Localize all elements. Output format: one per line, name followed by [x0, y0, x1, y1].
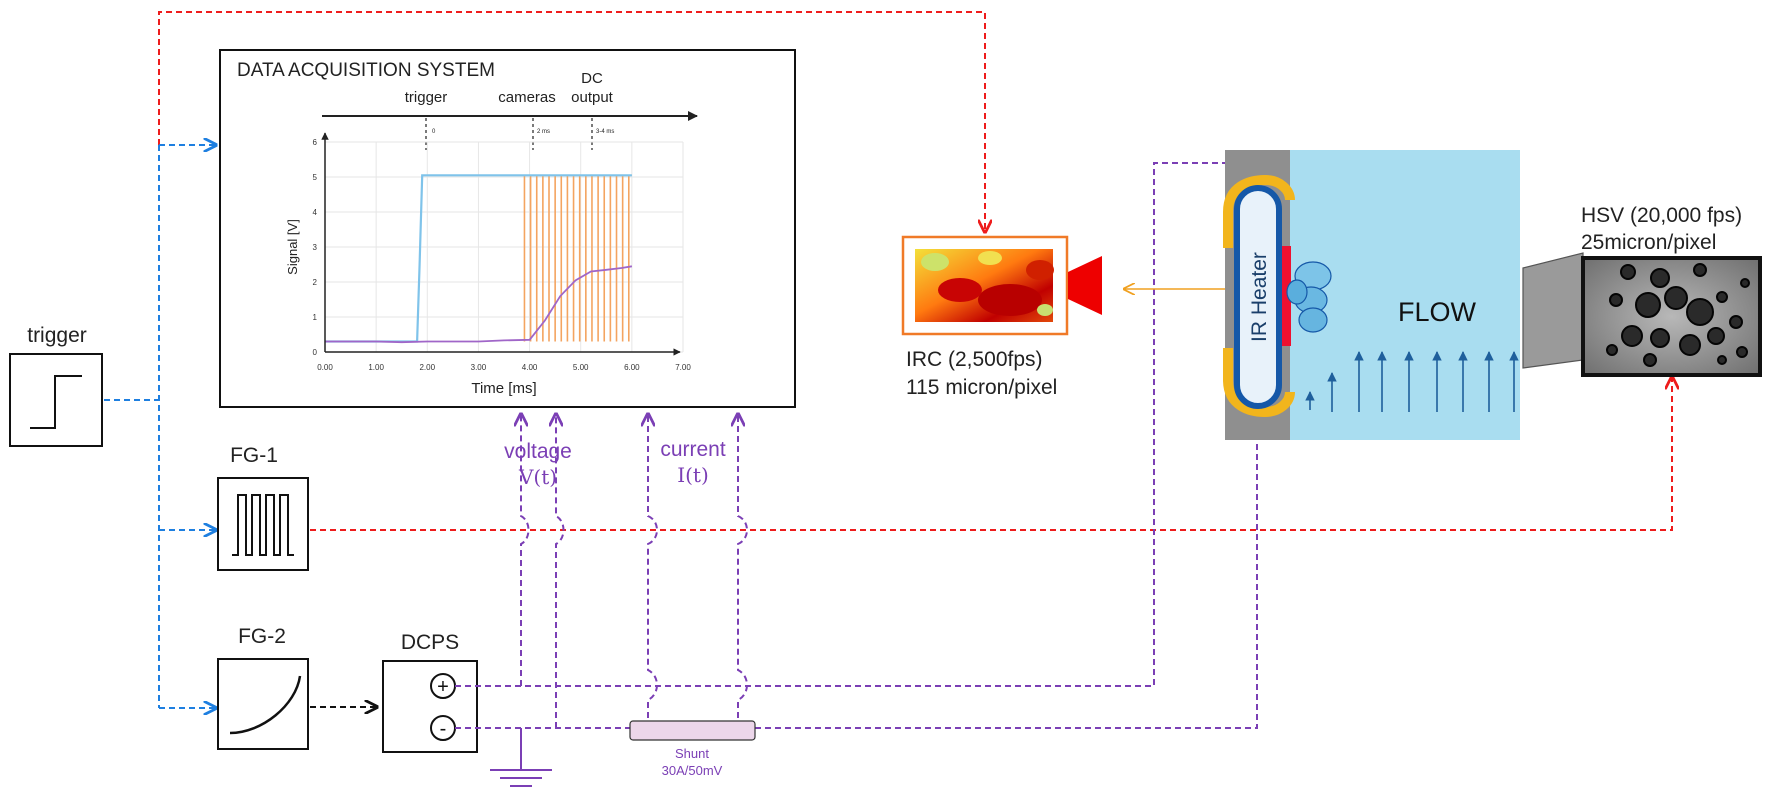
test-section: IR Heater FLOW	[1223, 150, 1520, 440]
x-tick-label: 4.00	[522, 363, 538, 372]
x-tick-label: 7.00	[675, 363, 691, 372]
fg2-label: FG-2	[238, 625, 286, 648]
function-generator-2: FG-2	[217, 625, 309, 750]
fg2-box	[217, 658, 309, 750]
x-tick-label: 2.00	[419, 363, 435, 372]
flow-channel	[1290, 150, 1520, 440]
high-speed-camera: HSV (20,000 fps) 25micron/pixel	[1522, 204, 1762, 377]
fg1-label: FG-1	[230, 444, 278, 467]
positive-supply-wire	[455, 162, 1225, 687]
plot-y-label: Signal [V]	[285, 219, 300, 275]
signal-plot: 0.00 1.00 2.00 3.00 4.00 5.00 6.00 7.00 0 1 2 3 4 5 6…	[285, 132, 691, 397]
daq-title: DATA ACQUISITION SYSTEM	[237, 60, 495, 81]
x-tick-label: 5.00	[573, 363, 589, 372]
exponential-ramp-icon	[229, 675, 302, 735]
plot-y-ticks: 0 1 2 3 4 5 6	[313, 138, 318, 357]
current-probe-right	[738, 414, 748, 728]
irc-label-1: IRC (2,500fps)	[906, 348, 1043, 371]
y-tick-label: 3	[313, 243, 318, 252]
current-symbol: I(t)	[677, 463, 709, 487]
x-tick-label: 0.00	[317, 363, 333, 372]
voltage-probe-right	[556, 414, 565, 728]
hsv-bubble-image	[1606, 263, 1750, 367]
current-probe-left	[648, 414, 658, 728]
return-wire-heater	[755, 440, 1258, 729]
y-tick-label: 4	[313, 208, 318, 217]
dcps-box	[382, 660, 478, 753]
plus-terminal-label: +	[437, 676, 449, 698]
daq-system: DATA ACQUISITION SYSTEM trigger cameras …	[219, 49, 796, 408]
timeline-t2: 3-4 ms	[596, 129, 614, 135]
y-tick-label: 5	[313, 173, 318, 182]
hsv-label-2: 25micron/pixel	[1581, 231, 1716, 254]
step-icon	[30, 375, 82, 429]
dc-power-supply: DCPS + -	[382, 631, 478, 753]
x-tick-label: 3.00	[471, 363, 487, 372]
fg1-box	[217, 477, 309, 571]
y-tick-label: 0	[313, 348, 318, 357]
x-tick-label: 1.00	[368, 363, 384, 372]
ground-symbol	[490, 730, 552, 787]
camera-pulse-series	[523, 174, 632, 342]
flow-arrows	[1305, 351, 1519, 412]
shunt-label: Shunt	[675, 746, 709, 761]
timeline-t0: 0	[432, 129, 436, 135]
trigger-generator: trigger	[9, 324, 103, 447]
voltage-symbol: V(t)	[518, 465, 557, 489]
current-label: current	[660, 438, 726, 461]
plot-x-label: Time [ms]	[471, 380, 536, 397]
heater-clamp-bottom	[1223, 348, 1295, 418]
trigger-distribution-lines	[104, 145, 216, 708]
y-tick-label: 6	[313, 138, 318, 147]
thermal-hotspots	[921, 251, 1054, 316]
square-wave-icon	[232, 494, 294, 556]
trigger-label: trigger	[27, 324, 87, 347]
dcps-label: DCPS	[401, 631, 459, 654]
y-tick-label: 2	[313, 278, 318, 287]
function-generator-1: FG-1	[217, 444, 309, 571]
y-tick-label: 1	[313, 313, 318, 322]
flow-label: FLOW	[1398, 297, 1477, 327]
voltage-label: voltage	[504, 440, 572, 463]
irc-trigger-line	[158, 11, 985, 232]
bubbles	[1286, 261, 1332, 333]
heater-clamp-top	[1223, 174, 1295, 248]
plot-x-ticks: 0.00 1.00 2.00 3.00 4.00 5.00 6.00 7.00	[317, 363, 691, 372]
timeline-cameras-label: cameras	[498, 89, 556, 106]
voltage-signal-line	[325, 265, 633, 344]
hsv-lens	[1522, 252, 1584, 369]
timeline-dc-label: DC	[581, 70, 603, 87]
hsv-trigger-line	[310, 377, 1672, 531]
timeline-output-label: output	[571, 89, 614, 106]
hsv-label-1: HSV (20,000 fps)	[1581, 204, 1742, 227]
x-tick-label: 6.00	[624, 363, 640, 372]
camera-trigger-lines	[158, 11, 1672, 531]
ir-heater-label: IR Heater	[1248, 252, 1271, 342]
daq-frame	[219, 49, 796, 408]
irc-label-2: 115 micron/pixel	[906, 376, 1057, 399]
shunt-resistor	[629, 720, 756, 741]
ir-heater	[1234, 185, 1282, 409]
shunt-rating-label: 30A/50mV	[662, 763, 723, 778]
timeline-trigger-label: trigger	[405, 89, 448, 106]
minus-terminal-label: -	[440, 718, 447, 740]
ir-camera: IRC (2,500fps) 115 micron/pixel	[901, 235, 1102, 399]
ir-camera-lens	[1068, 256, 1102, 315]
voltage-probe-left	[521, 414, 530, 686]
heater-surface	[1282, 246, 1291, 346]
timeline-t1: 2 ms	[537, 129, 550, 135]
